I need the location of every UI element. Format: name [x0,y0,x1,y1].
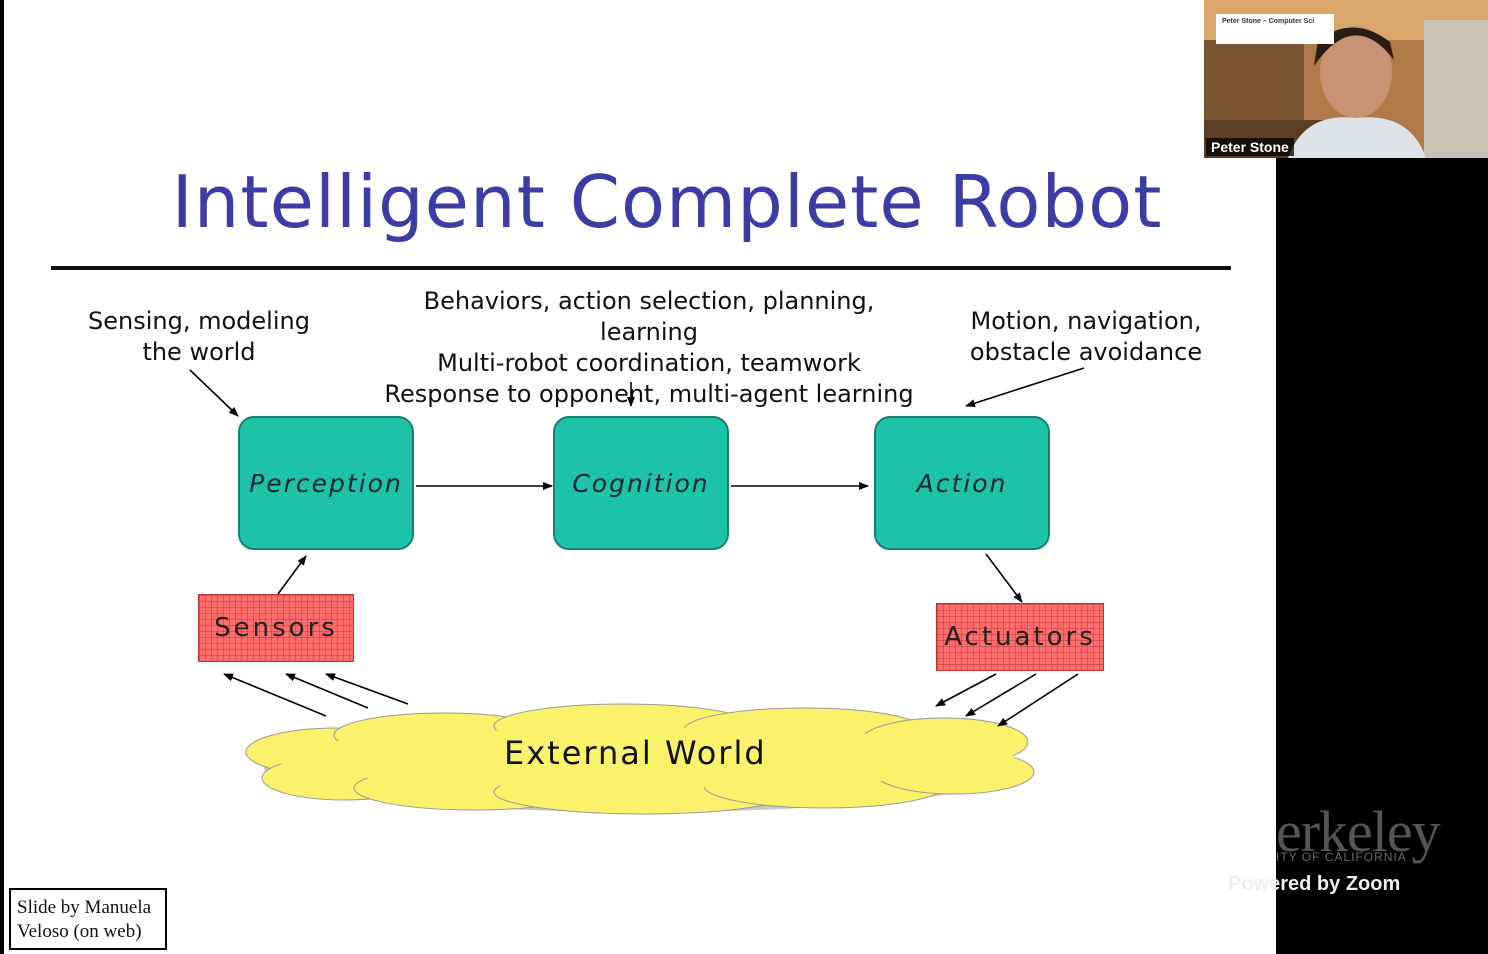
actuators-box: Actuators [936,603,1104,671]
perception-box: Perception [238,416,414,550]
berkeley-watermark: erkeley [1276,799,1441,864]
video-banner: Peter Stone – Computer Sci [1216,14,1334,44]
action-box: Action [874,416,1050,550]
perception-caption: Sensing, modeling the world [84,306,314,368]
caption-line: Behaviors, action selection, planning, l… [423,287,875,346]
slide-credit: Slide by Manuela Veloso (on web) [9,888,167,950]
sensors-label: Sensors [214,613,338,643]
arrows [189,367,1085,727]
caption-line: Motion, navigation, [970,307,1202,335]
powered-by-zoom: Powered by Zoom [1228,873,1401,895]
perception-label: Perception [249,468,403,498]
sensors-box: Sensors [198,594,354,662]
caption-line: obstacle avoidance [969,338,1203,366]
participant-name: Peter Stone [1206,138,1294,156]
caption-line: Response to opponent, multi-agent learni… [384,380,914,408]
credit-line: Slide by Manuela [17,897,152,918]
cognition-label: Cognition [572,468,710,498]
speaker-video-tile[interactable]: Peter Stone – Computer Sci Peter Stone [1204,0,1488,158]
cognition-caption: Behaviors, action selection, planning, l… [374,286,924,410]
banner-text: Peter Stone – Computer Sci [1222,18,1315,25]
diagram-connectors [189,367,1085,815]
title-divider [51,266,1231,270]
action-caption: Motion, navigation, obstacle avoidance [966,306,1206,368]
caption-line: the world [142,338,256,366]
caption-line: Sensing, modeling [88,307,310,335]
slide: Intelligent Complete Robot Sensing, mode… [4,0,1276,954]
caption-line: Multi-robot coordination, teamwork [437,349,861,377]
cognition-box: Cognition [553,416,729,550]
external-world-label: External World [504,734,767,772]
berkeley-watermark-sub: ITY OF CALIFORNIA [1276,850,1407,864]
cloud-shape [245,703,1035,815]
actuators-label: Actuators [944,622,1096,652]
action-label: Action [916,468,1008,498]
credit-line: Veloso (on web) [17,921,142,942]
slide-title: Intelligent Complete Robot [171,160,1163,244]
